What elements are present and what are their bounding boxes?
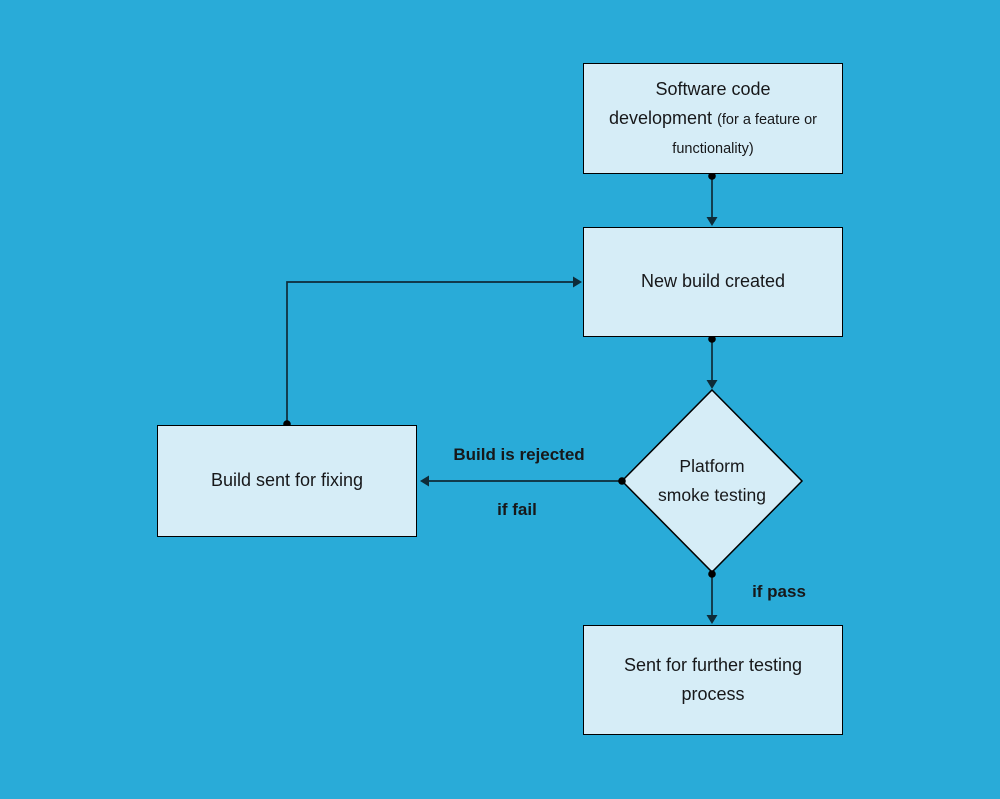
arrowhead-left-icon [420,475,429,487]
arrowhead-down-icon [706,217,718,226]
edge-label-if-fail: if fail [497,500,537,519]
node-software-code-development-label: Software code development (for a feature… [608,79,817,157]
edge-fixing-to-build [286,281,579,424]
edge-build-start-dot [708,335,716,343]
node-platform-smoke-testing-label: Platform smoke testing [658,455,766,505]
arrowhead-down-icon [706,615,718,624]
arrowhead-down-icon [706,380,718,389]
node-sent-for-further-testing-label: Sent for further testing process [623,654,803,704]
edge-dev-start-dot [708,172,716,180]
node-build-sent-for-fixing: Build sent for fixing [157,425,417,537]
node-platform-smoke-testing: Platform smoke testing [652,436,772,526]
edge-label-build-is-rejected: Build is rejected [453,445,585,464]
node-new-build-created-label: New build created [640,271,786,292]
node-dev-note: (for a feature or functionality) [672,112,817,157]
edge-smoke-left-dot [618,477,626,485]
node-sent-for-further-testing: Sent for further testing process [583,625,843,735]
arrowhead-right-icon [573,276,582,288]
node-software-code-development: Software code development (for a feature… [583,63,843,174]
edge-label-if-pass: if pass [752,582,806,601]
edge-smoke-bottom-dot [708,570,716,578]
node-build-sent-for-fixing-label: Build sent for fixing [210,470,364,491]
node-new-build-created: New build created [583,227,843,337]
